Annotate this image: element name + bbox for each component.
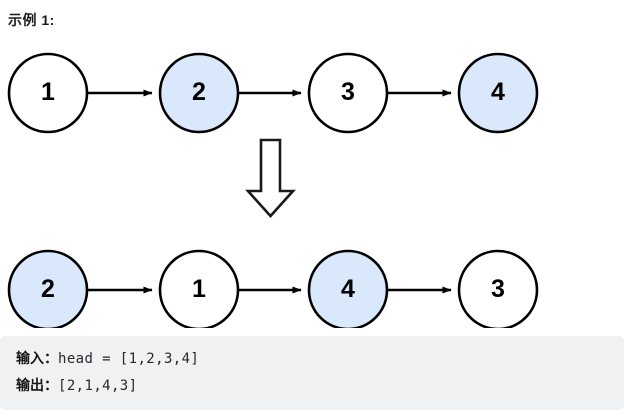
before-row — [7, 52, 539, 134]
input-line: 输入：head = [1,2,3,4] — [16, 345, 624, 372]
node-before-3 — [307, 52, 389, 134]
after-row — [7, 249, 539, 331]
output-line: 输出：[2,1,4,3] — [16, 372, 624, 399]
node-before-1 — [7, 52, 89, 134]
output-label: 输出： — [16, 377, 58, 393]
transform-down-arrow — [245, 138, 296, 218]
node-after-1 — [158, 249, 240, 331]
node-after-4 — [307, 249, 389, 331]
example-io-panel: 输入：head = [1,2,3,4] 输出：[2,1,4,3] — [0, 336, 624, 410]
node-before-2 — [158, 52, 240, 134]
example-title: 示例 1: — [8, 12, 55, 28]
linked-list-diagram: 1 2 3 4 2 1 4 3 — [0, 28, 624, 331]
down-arrow-icon — [245, 138, 296, 218]
node-after-2 — [7, 249, 89, 331]
output-value: [2,1,4,3] — [58, 378, 138, 394]
diagram-svg — [7, 52, 539, 331]
input-value: head = [1,2,3,4] — [58, 351, 200, 367]
input-label: 输入： — [16, 350, 58, 366]
node-after-3 — [457, 249, 539, 331]
node-before-4 — [457, 52, 539, 134]
